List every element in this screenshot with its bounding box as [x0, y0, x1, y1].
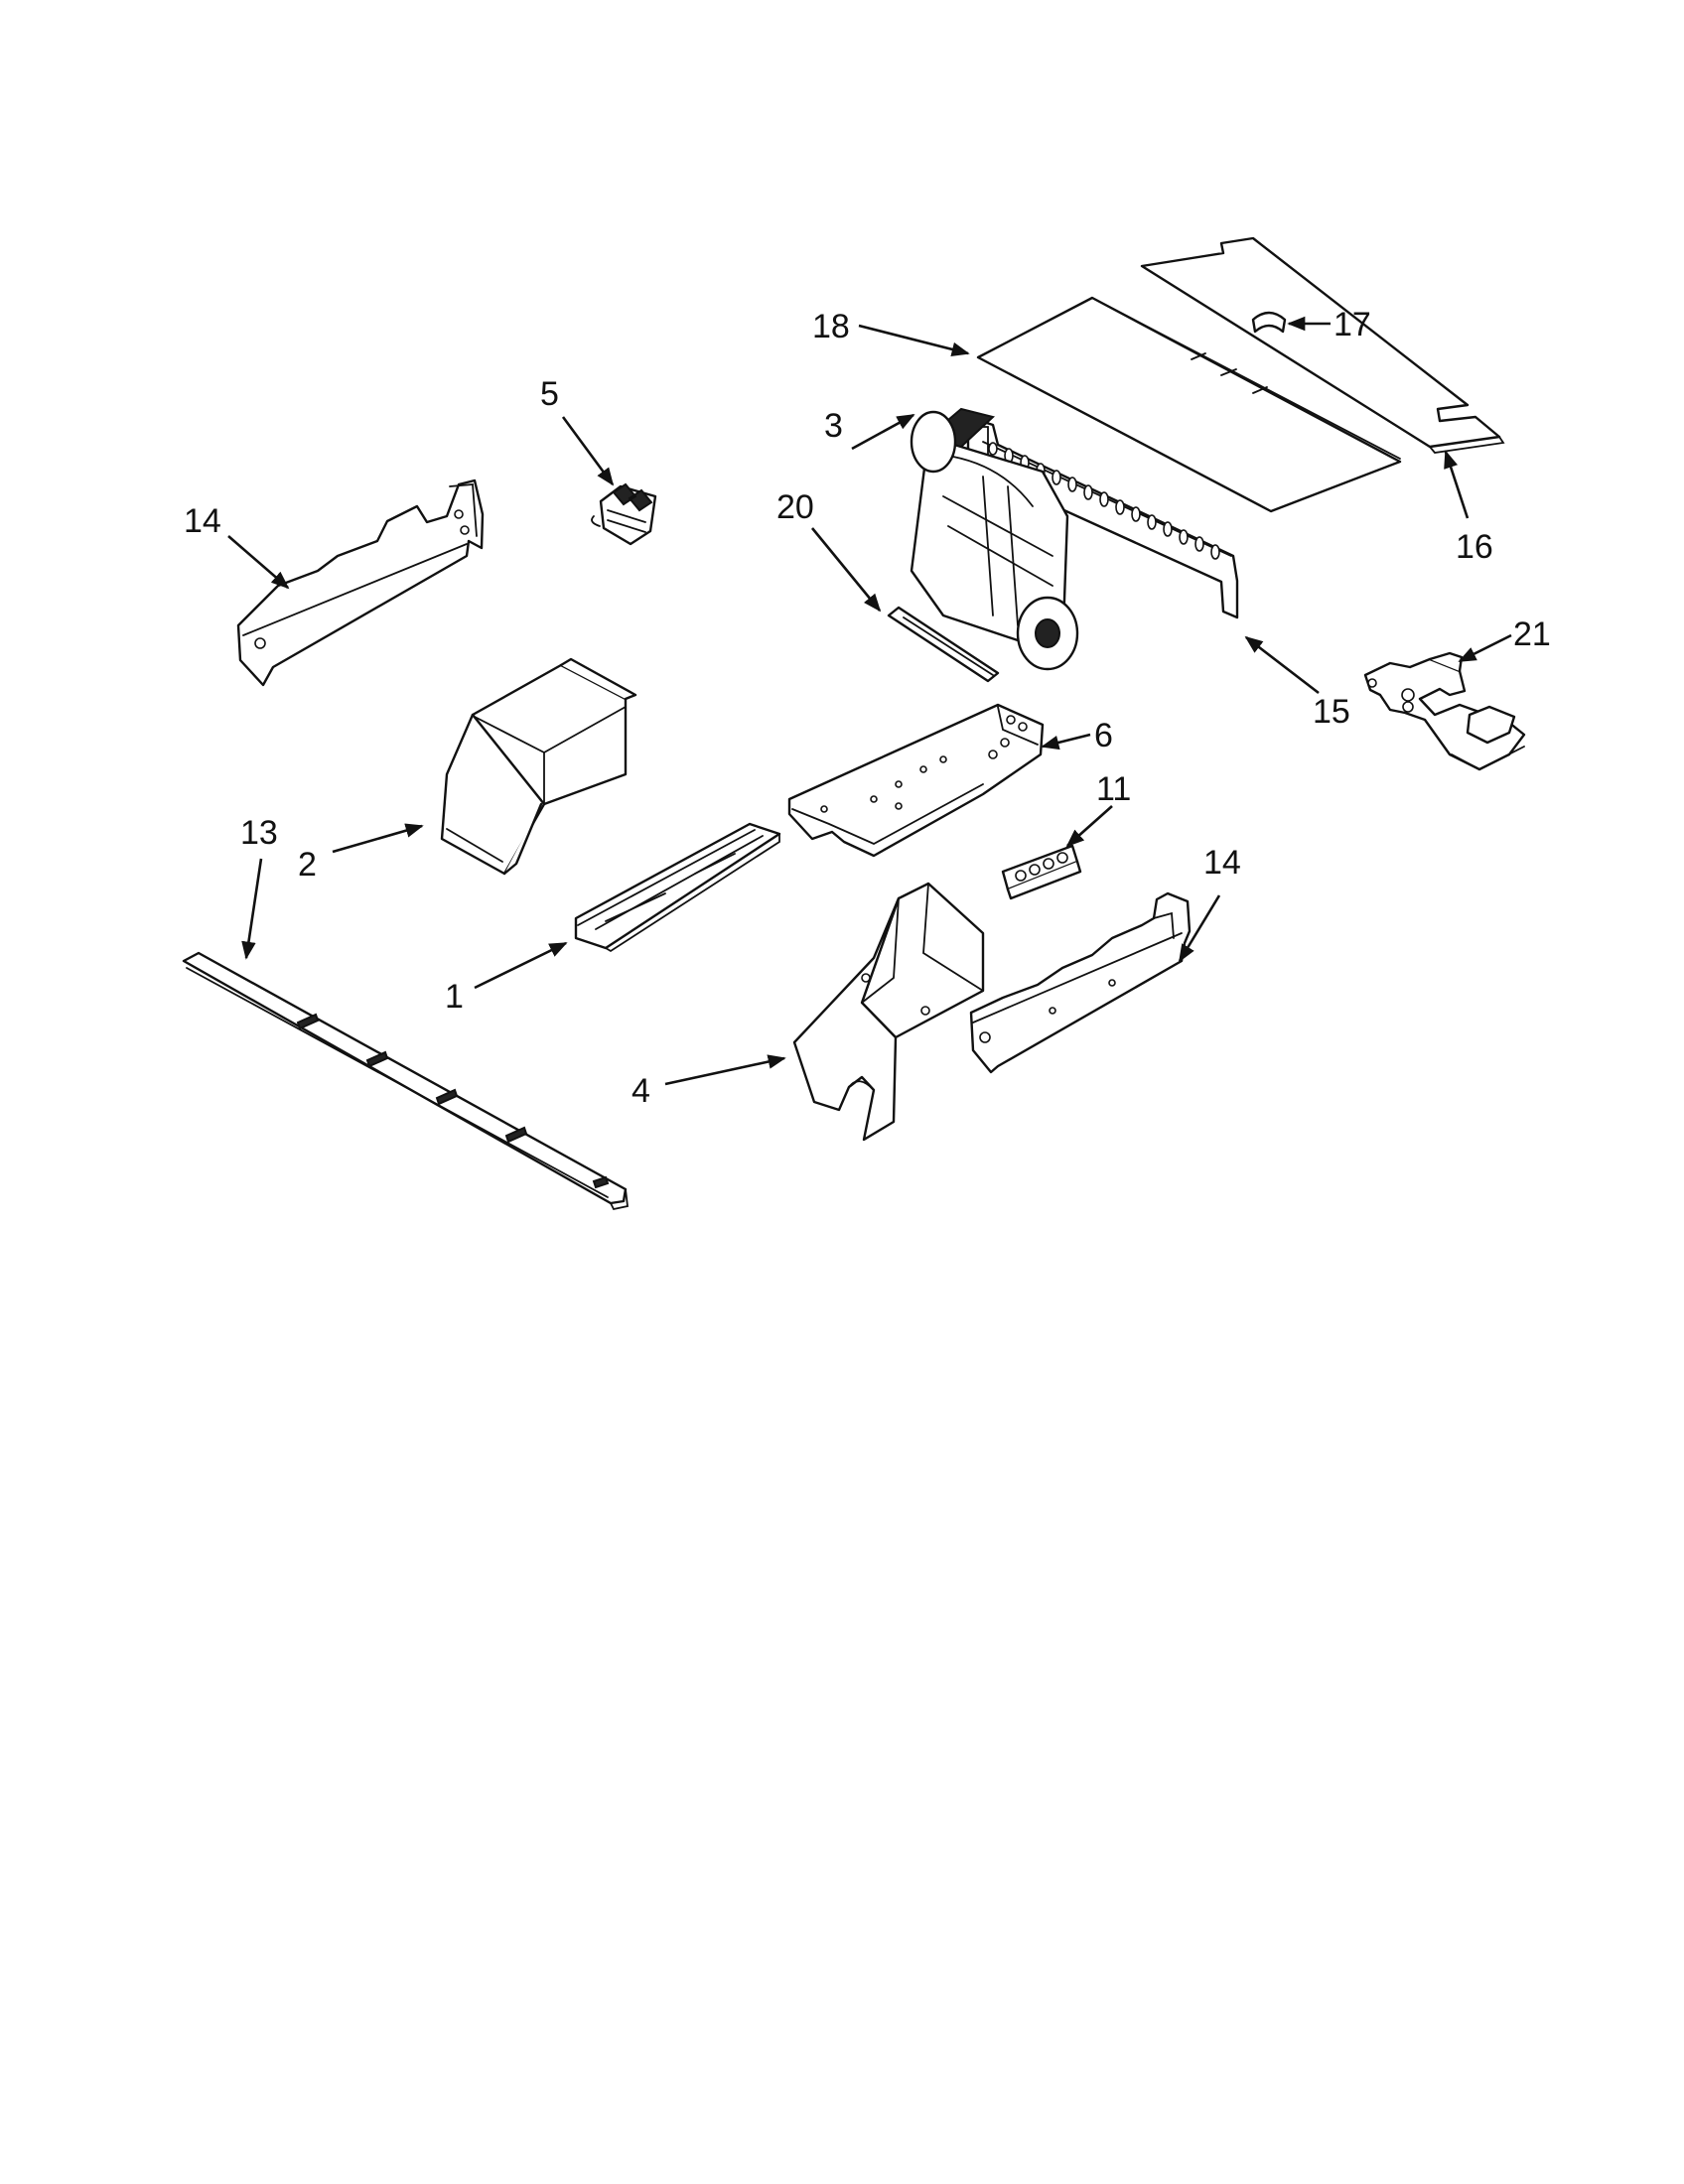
callout-13: 13 — [240, 814, 278, 852]
leader-20 — [810, 527, 882, 613]
callout-3: 3 — [824, 407, 843, 445]
part-3-blower-motor — [910, 407, 1079, 671]
callout-5: 5 — [540, 375, 559, 413]
leader-1 — [474, 941, 568, 990]
leader-11 — [1065, 805, 1113, 848]
part-16-top-panel — [1140, 236, 1505, 454]
part-1-rail — [574, 822, 781, 953]
leader-15 — [1244, 635, 1320, 695]
leader-4 — [664, 1054, 786, 1086]
leader-3 — [851, 413, 915, 451]
part-18-shield-plate — [976, 296, 1402, 513]
callout-labels: 18 17 16 5 3 20 14 15 21 6 11 2 13 1 4 1… — [184, 306, 1551, 1110]
callout-14-upper: 14 — [184, 502, 221, 540]
part-6-mounting-plate — [787, 703, 1045, 858]
callout-4: 4 — [632, 1072, 650, 1110]
callout-1: 1 — [445, 978, 464, 1016]
leader-18 — [858, 324, 970, 357]
part-4-lower-duct — [792, 882, 985, 1142]
part-11-terminal-strip — [1001, 844, 1082, 900]
part-20-strip — [887, 606, 1000, 683]
callout-15: 15 — [1313, 693, 1350, 731]
part-14-side-rail-left — [236, 478, 485, 687]
part-14-side-rail-right — [969, 891, 1192, 1074]
leader-21 — [1458, 633, 1512, 663]
callout-21: 21 — [1513, 615, 1551, 653]
callout-14-lower: 14 — [1203, 844, 1241, 882]
callout-6: 6 — [1094, 717, 1113, 754]
callout-2: 2 — [298, 846, 317, 884]
leader-5 — [561, 416, 615, 486]
part-17-clip — [1251, 311, 1287, 334]
part-5-terminal-block — [591, 482, 657, 546]
callout-20: 20 — [776, 488, 814, 526]
leader-6 — [1041, 733, 1091, 751]
part-2-duct — [440, 657, 637, 876]
leader-13 — [241, 858, 263, 960]
leader-14b — [1178, 894, 1221, 963]
callout-16: 16 — [1456, 528, 1493, 566]
callout-17: 17 — [1333, 306, 1371, 343]
callout-11: 11 — [1096, 770, 1131, 808]
part-13-long-bar — [182, 951, 629, 1211]
leader-lines — [227, 316, 1512, 1086]
leader-16 — [1444, 450, 1470, 519]
callout-18: 18 — [812, 308, 850, 345]
part-21-switch-bracket — [1363, 651, 1526, 771]
leader-2 — [332, 823, 424, 854]
leader-14a — [227, 535, 290, 590]
